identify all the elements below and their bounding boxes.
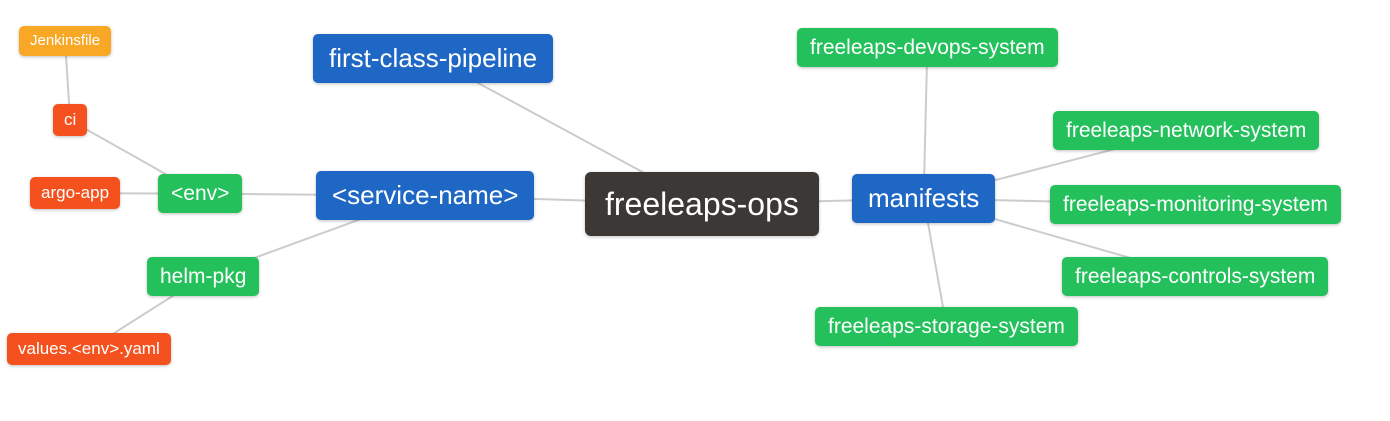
- node-freeleaps-monitoring-system[interactable]: freeleaps-monitoring-system: [1050, 185, 1341, 225]
- node-ci[interactable]: ci: [53, 104, 88, 137]
- node-freeleaps-devops-system[interactable]: freeleaps-devops-system: [797, 28, 1058, 68]
- node-env[interactable]: <env>: [158, 174, 243, 214]
- node-jenkinsfile[interactable]: Jenkinsfile: [19, 26, 112, 56]
- node-freeleaps-network-system[interactable]: freeleaps-network-system: [1053, 111, 1320, 151]
- node-first-class-pipeline[interactable]: first-class-pipeline: [313, 34, 554, 84]
- node-helm-pkg[interactable]: helm-pkg: [147, 257, 260, 297]
- node-manifests[interactable]: manifests: [852, 174, 996, 224]
- node-freeleaps-controls-system[interactable]: freeleaps-controls-system: [1062, 257, 1329, 297]
- node-freeleaps-storage-system[interactable]: freeleaps-storage-system: [815, 307, 1078, 347]
- node-freeleaps-ops[interactable]: freeleaps-ops: [585, 172, 819, 237]
- node-argo-app[interactable]: argo-app: [30, 177, 121, 210]
- node-values-env-yaml[interactable]: values.<env>.yaml: [7, 333, 171, 366]
- node-service-name[interactable]: <service-name>: [316, 171, 535, 221]
